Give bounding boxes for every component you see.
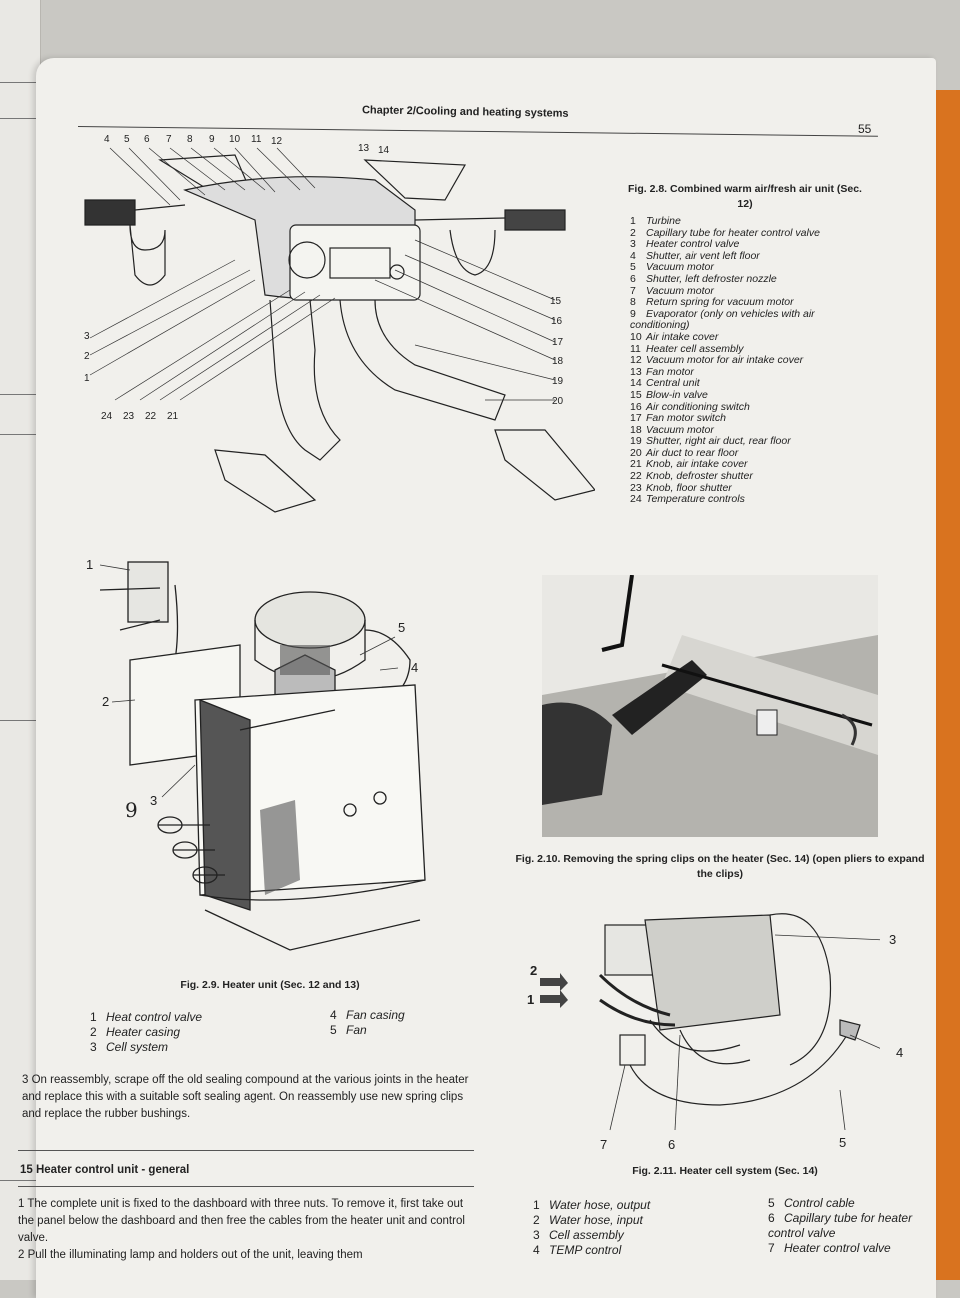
callout-1: 1 [86, 557, 94, 572]
callout-19: 19 [552, 376, 564, 387]
section-rule-bottom [18, 1186, 474, 1187]
fig-2-9-illustration [99, 561, 426, 951]
callout-18: 18 [552, 356, 564, 367]
callout-6: 6 [668, 1137, 676, 1152]
callout-4: 4 [411, 660, 419, 675]
callout-7: 7 [600, 1137, 608, 1152]
callout-13: 13 [358, 143, 370, 154]
callout-21: 21 [167, 411, 179, 422]
fig-2-8-illustration [84, 147, 595, 513]
paragraph-1: 1 The complete unit is fixed to the dash… [18, 1198, 465, 1244]
callout-3: 3 [889, 932, 897, 947]
callout-2: 2 [102, 694, 110, 709]
callout-16: 16 [551, 316, 563, 327]
callout-4: 4 [104, 134, 110, 145]
callout-7: 7 [166, 134, 172, 145]
callout-3: 3 [150, 793, 158, 808]
callout-10: 10 [229, 134, 241, 145]
fig-2-8-caption: Fig. 2.8. Combined warm air/fresh air un… [628, 183, 862, 210]
callout-23: 23 [123, 411, 135, 422]
page-number: 55 [858, 122, 872, 136]
callout-14: 14 [378, 145, 390, 156]
callout-1: 1 [527, 992, 535, 1007]
fig-2-11-caption: Fig. 2.11. Heater cell system (Sec. 14) [632, 1165, 818, 1177]
reassembly-paragraph: 3 On reassembly, scrape off the old seal… [22, 1074, 469, 1120]
section-rule-top [18, 1150, 474, 1151]
callout-5: 5 [124, 134, 130, 145]
callout-15: 15 [550, 296, 562, 307]
callout-1: 1 [84, 373, 90, 384]
callout-6: 6 [144, 134, 150, 145]
callout-2: 2 [530, 963, 538, 978]
fig-2-11-illustration [540, 913, 880, 1131]
callout-4: 4 [896, 1045, 904, 1060]
callout-22: 22 [145, 411, 157, 422]
callout-8: 8 [187, 134, 193, 145]
pliers-photo-drawing [542, 575, 878, 837]
book-cover-edge [932, 90, 960, 1280]
paragraph-2: 2 Pull the illuminating lamp and holders… [18, 1249, 363, 1261]
callout-5: 5 [839, 1135, 847, 1150]
handwritten-note: 9 [125, 798, 138, 822]
section-heading: 15 Heater control unit - general [20, 1164, 190, 1176]
fig-2-10-caption: Fig. 2.10. Removing the spring clips on … [515, 853, 925, 880]
callout-3: 3 [84, 331, 90, 342]
callout-17: 17 [552, 337, 564, 348]
callout-9: 9 [209, 134, 215, 145]
fig-2-10-photo [542, 575, 878, 837]
fig-2-9-caption: Fig. 2.9. Heater unit (Sec. 12 and 13) [180, 979, 360, 991]
callout-12: 12 [271, 136, 283, 147]
callout-5: 5 [398, 620, 406, 635]
callout-20: 20 [552, 396, 564, 407]
callout-24: 24 [101, 411, 113, 422]
callout-11: 11 [251, 134, 262, 145]
callout-2: 2 [84, 351, 90, 362]
